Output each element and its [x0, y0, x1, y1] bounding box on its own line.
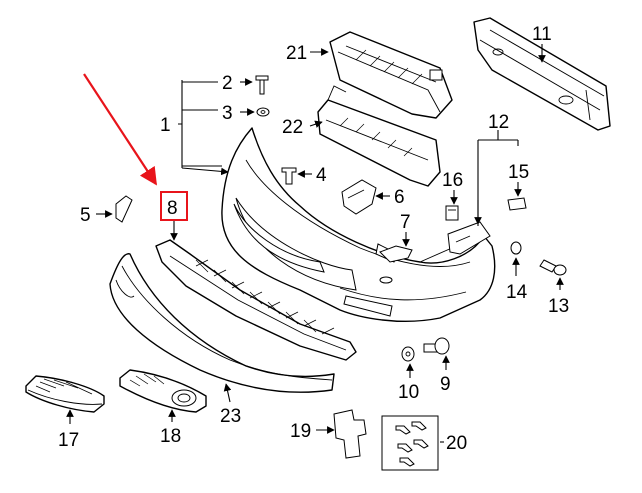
- part-11-absorber: [473, 17, 611, 131]
- callout-13: 13: [548, 296, 569, 317]
- part-14-washer: [510, 241, 522, 255]
- callout-22: 22: [282, 117, 303, 138]
- part-7-bracket: [379, 245, 413, 263]
- part-21-grille-bracket: [329, 31, 453, 119]
- part-8-lower-grid: [155, 239, 357, 361]
- callout-9: 9: [440, 374, 451, 395]
- callout-2: 2: [222, 73, 233, 94]
- callout-7: 7: [400, 212, 411, 233]
- callout-18: 18: [160, 426, 181, 447]
- callout-14: 14: [506, 282, 528, 303]
- callout-10: 10: [398, 382, 419, 403]
- callout-21: 21: [286, 43, 307, 64]
- part-9-bolt: [423, 337, 450, 355]
- highlight-part-8: [83, 73, 188, 221]
- bumper-cover: [221, 127, 496, 322]
- callout-3: 3: [222, 103, 233, 124]
- part-13-bolt: [539, 259, 567, 276]
- callout-1: 1: [160, 115, 171, 136]
- callout-8: 8: [167, 198, 178, 219]
- callout-19: 19: [290, 421, 311, 442]
- callout-15: 15: [508, 162, 529, 183]
- callout-16: 16: [442, 170, 463, 191]
- part-23-spoiler-lip: [109, 253, 335, 393]
- part-2-screw: [255, 75, 269, 95]
- callout-23: 23: [220, 406, 241, 427]
- part-3-washer: [256, 107, 270, 117]
- callout-4: 4: [316, 165, 327, 186]
- part-5-bracket: [115, 195, 133, 223]
- callout-6: 6: [394, 187, 405, 208]
- part-19-bracket: [333, 409, 367, 459]
- part-10-washer: [401, 346, 415, 362]
- callout-11: 11: [532, 24, 552, 45]
- part-16-clip: [445, 205, 459, 221]
- callout-5: 5: [80, 205, 91, 226]
- callout-labels: 1 2 3 4 5 6 7 8 9 10 11 12 13 14 15 16 1…: [58, 24, 569, 454]
- part-18-bezel: [119, 369, 207, 413]
- part-4-clip: [281, 167, 297, 185]
- part-22-lower-bracket: [317, 85, 441, 187]
- callout-12: 12: [488, 112, 509, 133]
- part-15-clip: [507, 197, 527, 211]
- part-17-bezel: [25, 375, 105, 413]
- callout-17: 17: [58, 430, 79, 451]
- callout-20: 20: [446, 433, 467, 454]
- part-20-screw-kit: [381, 415, 439, 471]
- part-6-bracket: [341, 179, 377, 215]
- leader-lines: [66, 44, 564, 443]
